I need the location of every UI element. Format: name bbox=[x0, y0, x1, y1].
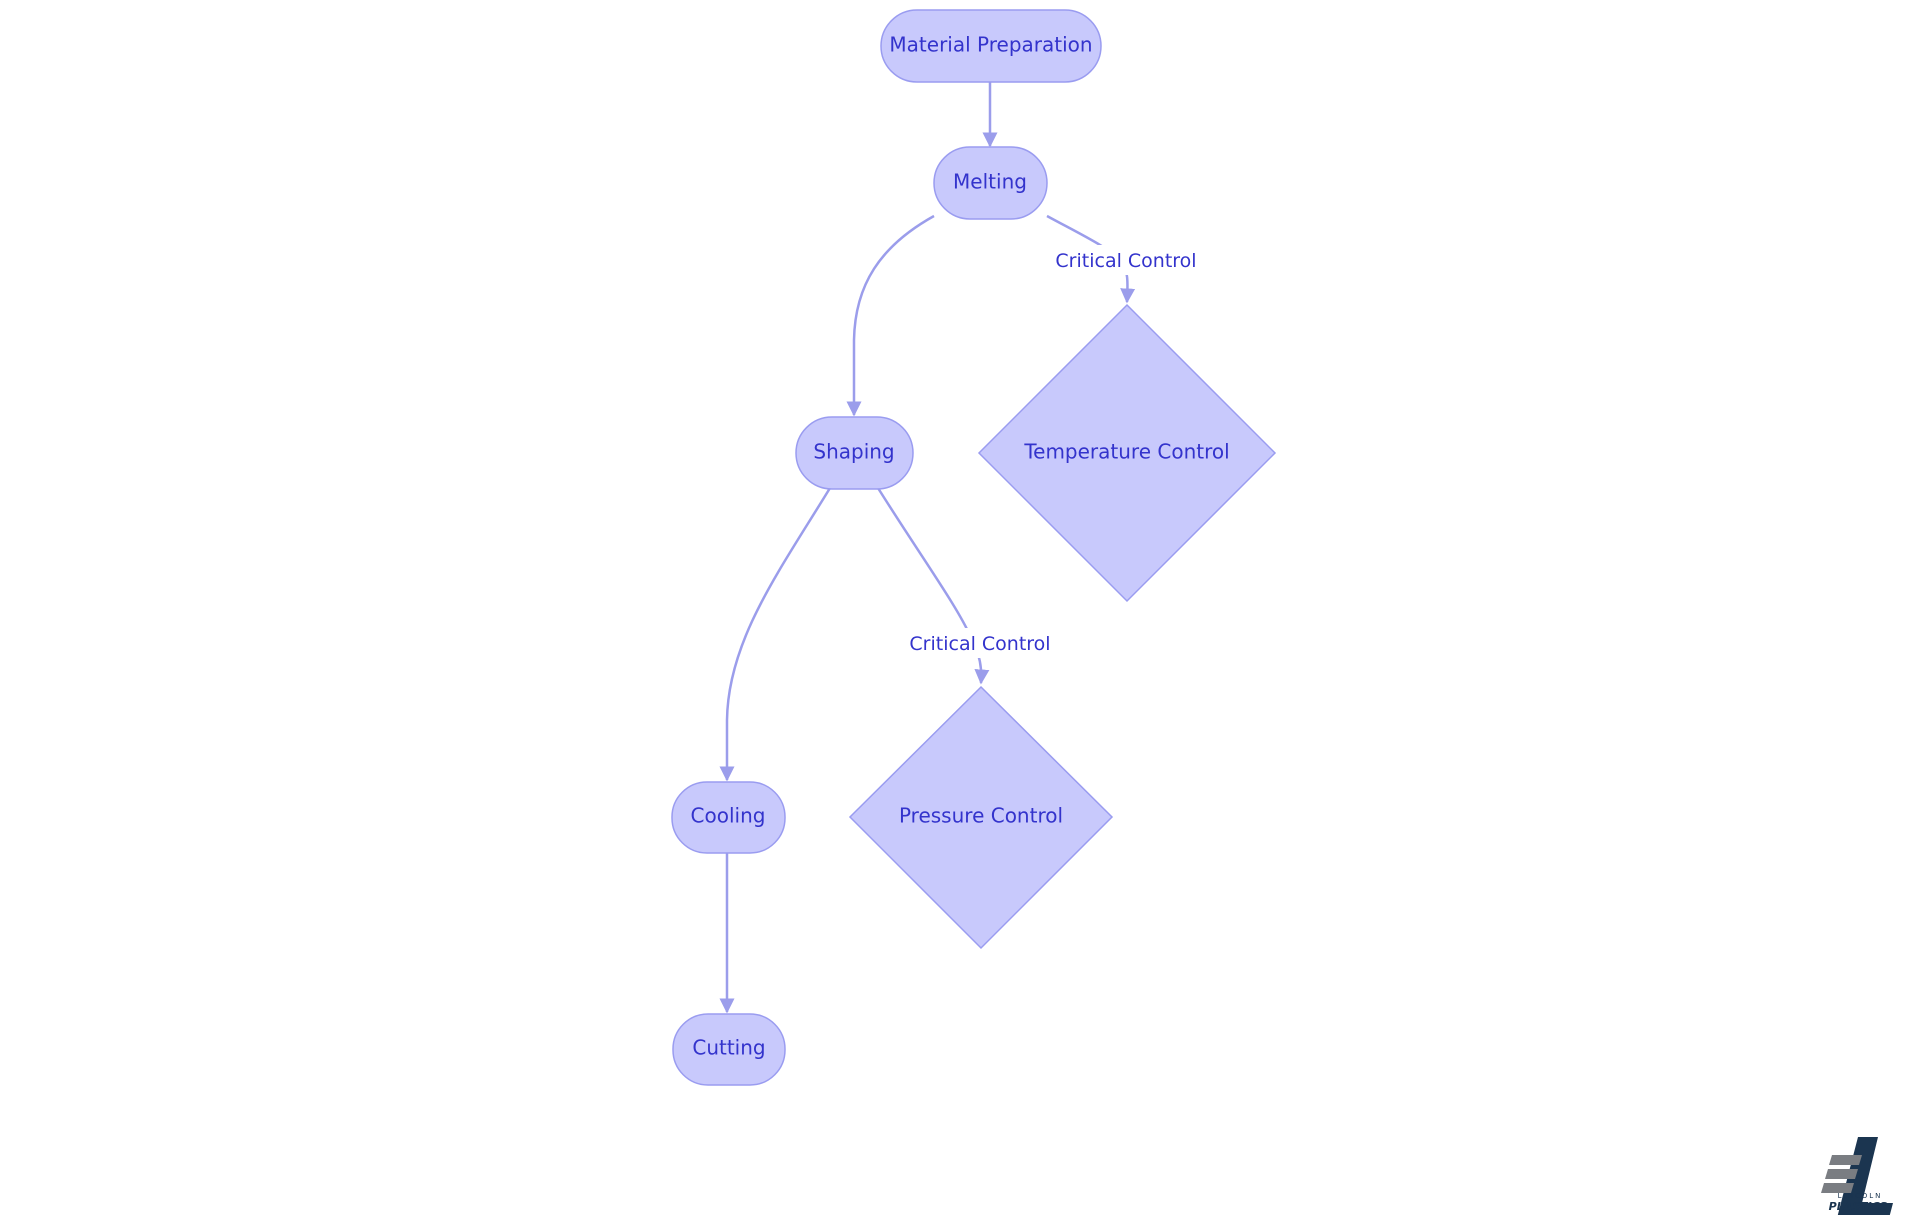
node-cooling: Cooling bbox=[671, 781, 786, 854]
logo-text-lincoln: LINCOLN bbox=[1838, 1192, 1883, 1200]
node-material-preparation: Material Preparation bbox=[880, 9, 1102, 83]
node-cutting: Cutting bbox=[672, 1013, 786, 1086]
node-label: Cooling bbox=[691, 804, 766, 828]
node-label: Material Preparation bbox=[889, 33, 1092, 57]
logo-text-plastics: PLASTICS bbox=[1829, 1200, 1888, 1213]
edge-label-shaping-pressure: Critical Control bbox=[909, 628, 1051, 658]
edge-shaping-to-pressure-control bbox=[876, 487, 990, 685]
logo-mark-icon bbox=[1821, 1137, 1893, 1215]
node-temperature-control: Temperature Control bbox=[977, 303, 1277, 603]
node-label: Melting bbox=[953, 170, 1027, 194]
node-label: Temperature Control bbox=[1023, 440, 1229, 464]
node-pressure-control: Pressure Control bbox=[848, 685, 1114, 950]
edge-shaping-to-cooling bbox=[719, 487, 832, 782]
edge-label-melting-temperature: Critical Control bbox=[1055, 245, 1197, 275]
node-melting: Melting bbox=[933, 146, 1048, 220]
edge-label-text: Critical Control bbox=[1055, 250, 1196, 272]
node-label: Shaping bbox=[813, 440, 894, 464]
node-shaping: Shaping bbox=[795, 416, 914, 490]
lincoln-plastics-logo: LINCOLN PLASTICS bbox=[1821, 1137, 1893, 1215]
node-label: Pressure Control bbox=[899, 804, 1063, 828]
edge-label-text: Critical Control bbox=[909, 633, 1050, 655]
node-label: Cutting bbox=[692, 1036, 765, 1060]
edge-melting-to-shaping bbox=[846, 214, 935, 417]
